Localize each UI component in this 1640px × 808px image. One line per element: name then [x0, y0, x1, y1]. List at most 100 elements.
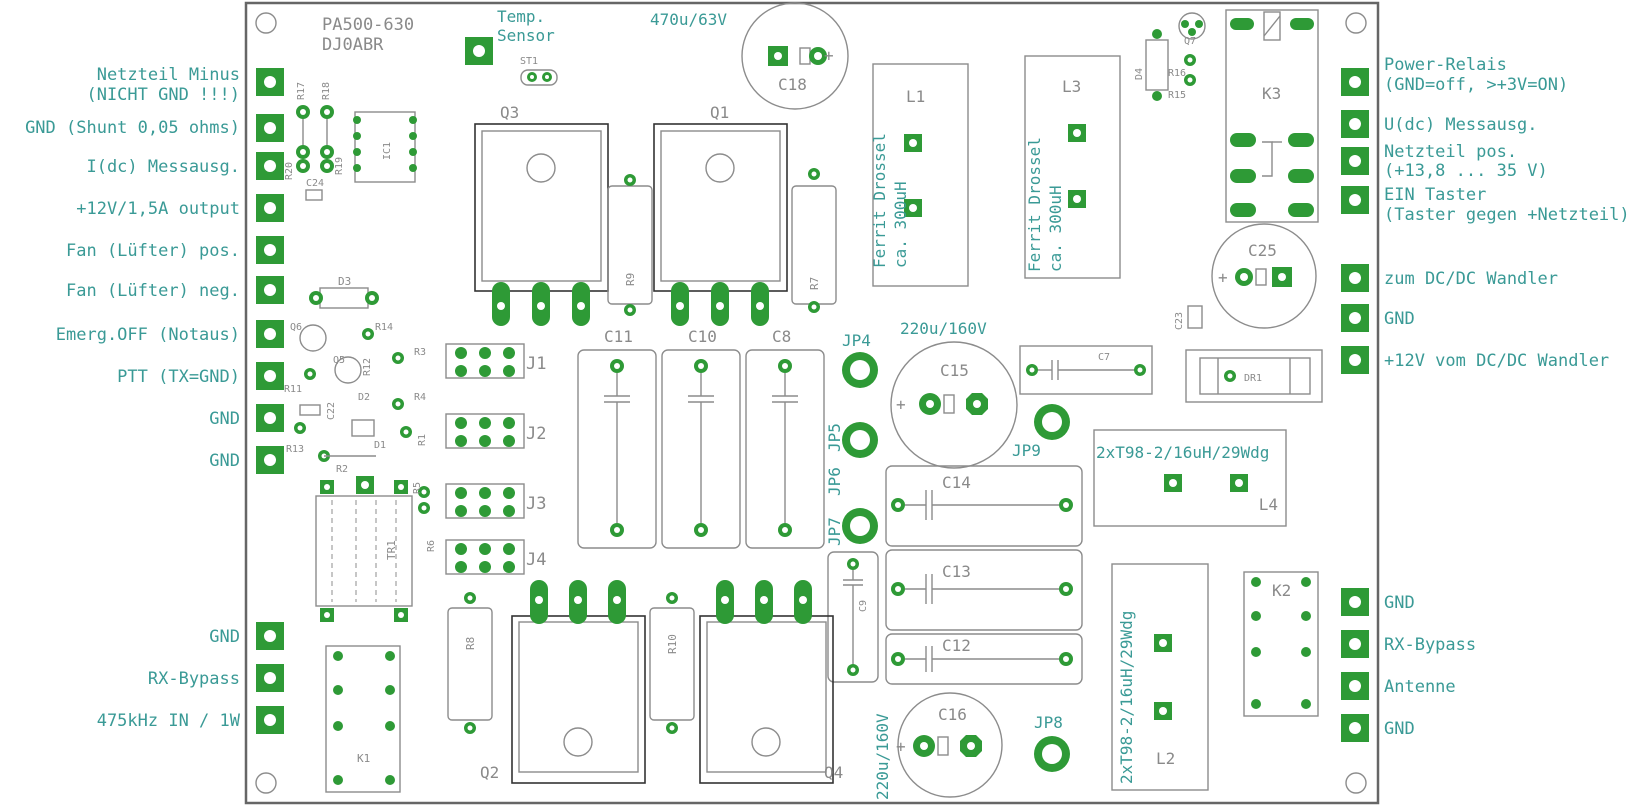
- c11-label: C11: [604, 327, 633, 346]
- q6-label: Q6: [290, 322, 302, 333]
- left-label-475khz-in: 475kHz IN / 1W: [97, 711, 241, 731]
- jp4-label: JP4: [842, 331, 871, 350]
- right-label-power-relais: Power-Relais: [1384, 55, 1507, 75]
- r10-label: R10: [666, 634, 679, 654]
- ic1-label: IC1: [382, 142, 393, 160]
- k1-relay: [325, 645, 401, 793]
- r14-label: R14: [375, 322, 393, 333]
- q2-transistor: [511, 580, 646, 784]
- c25-capacitor: [1211, 223, 1317, 329]
- l1-label: L1: [906, 87, 925, 106]
- c25-label: C25: [1248, 241, 1277, 260]
- right-sublabel-ein-taster: (Taster gegen +Netzteil): [1384, 205, 1630, 225]
- j2-label: J2: [526, 424, 546, 444]
- q4-transistor: [699, 580, 834, 784]
- right-label-gnd-1: GND: [1384, 309, 1415, 329]
- mount-hole: [1345, 12, 1367, 34]
- jp6-label: JP6: [825, 467, 844, 496]
- r15-label: R15: [1168, 90, 1186, 101]
- jp5-label: JP5: [825, 423, 844, 452]
- left-label-ptt: PTT (TX=GND): [117, 367, 240, 387]
- mount-hole: [255, 12, 277, 34]
- q1-transistor: [653, 123, 788, 326]
- j4-label: J4: [526, 550, 546, 570]
- q2-label: Q2: [480, 763, 499, 782]
- r13-label: R13: [286, 444, 304, 455]
- q5-label: Q5: [333, 355, 345, 366]
- c23-label: C23: [1174, 312, 1185, 330]
- r1-label: R1: [417, 434, 428, 446]
- right-label-12v-dcdc: +12V vom DC/DC Wandler: [1384, 351, 1609, 371]
- board-outline: [244, 1, 1380, 805]
- l4-toroid: [1093, 429, 1287, 527]
- k2-relay: [1243, 571, 1319, 717]
- c11-capacitor: [577, 349, 657, 549]
- ic1-package: [353, 111, 417, 183]
- tr1-transformer: [315, 476, 413, 622]
- l3-choke: [1024, 55, 1121, 279]
- l1-desc-1: Ferrit Drossel: [870, 133, 889, 268]
- right-label-gnd-2: GND: [1384, 593, 1415, 613]
- j1-label: J1: [526, 354, 546, 374]
- right-label-netzteil-pos: Netzteil pos.: [1384, 142, 1517, 162]
- c10-label: C10: [688, 327, 717, 346]
- k1-label: K1: [357, 752, 370, 765]
- q4-label: Q4: [824, 763, 843, 782]
- c13-capacitor: [885, 549, 1083, 631]
- right-label-antenne: Antenne: [1384, 677, 1456, 697]
- r5-label: R5: [412, 482, 423, 494]
- c18-value: 470u/63V: [650, 10, 727, 29]
- left-label-fan-pos: Fan (Lüfter) pos.: [66, 241, 240, 261]
- r8-label: R8: [464, 637, 477, 650]
- c18-label: C18: [778, 75, 807, 94]
- q3-label: Q3: [500, 103, 519, 122]
- c15-label: C15: [940, 361, 969, 380]
- c12-label: C12: [942, 636, 971, 655]
- l4-label: L4: [1259, 495, 1278, 514]
- l3-label: L3: [1062, 77, 1081, 96]
- right-label-rx-bypass: RX-Bypass: [1384, 635, 1476, 655]
- r3-label: R3: [414, 347, 426, 358]
- c15-capacitor: [890, 341, 1018, 469]
- right-label-udc: U(dc) Messausg.: [1384, 115, 1538, 135]
- right-connector-pads: [1341, 68, 1369, 742]
- temp-sensor-label-2: Sensor: [497, 26, 555, 45]
- c15-plus: +: [896, 395, 906, 414]
- k2-label: K2: [1272, 581, 1291, 600]
- d1-label: D1: [374, 440, 386, 451]
- tr1-label: TR1: [385, 540, 398, 560]
- j3-label: J3: [526, 494, 546, 514]
- c24-label: C24: [306, 178, 324, 189]
- left-sublabel-nicht-gnd: (NICHT GND !!!): [86, 85, 240, 105]
- c13-label: C13: [942, 562, 971, 581]
- resistor-group-r17-r20: [296, 105, 334, 201]
- left-label-fan-neg: Fan (Lüfter) neg.: [66, 281, 240, 301]
- r6-label: R6: [426, 540, 437, 552]
- st1-label: ST1: [520, 56, 538, 67]
- jumper-blocks: [445, 343, 525, 575]
- c8-capacitor: [745, 349, 825, 549]
- left-connector-pads: [256, 68, 284, 734]
- dr1-choke: [1185, 349, 1323, 403]
- l4-desc: 2xT98-2/16uH/29Wdg: [1096, 443, 1269, 462]
- c25-plus: +: [1218, 268, 1228, 287]
- r7-label: R7: [808, 277, 821, 290]
- l1-desc-2: ca. 300uH: [891, 181, 910, 268]
- left-label-rx-bypass: RX-Bypass: [148, 669, 240, 689]
- r17-label: R17: [296, 82, 307, 100]
- c9-capacitor: [827, 551, 879, 683]
- c16-capacitor: [897, 692, 1003, 798]
- left-label-gnd-3: GND: [209, 627, 240, 647]
- jp9-label: JP9: [1012, 441, 1041, 460]
- c10-capacitor: [661, 349, 741, 549]
- r19-label: R19: [334, 157, 345, 175]
- left-label-idc: I(dc) Messausg.: [86, 157, 240, 177]
- r9-label: R9: [624, 273, 637, 286]
- c8-label: C8: [772, 327, 791, 346]
- c16-label: C16: [938, 705, 967, 724]
- c7-label: C7: [1098, 352, 1110, 363]
- right-label-ein-taster: EIN Taster: [1384, 185, 1486, 205]
- q3-transistor: [474, 123, 609, 326]
- l2-desc: 2xT98-2/16uH/29Wdg: [1117, 611, 1136, 784]
- left-label-gnd-shunt: GND (Shunt 0,05 ohms): [25, 118, 240, 138]
